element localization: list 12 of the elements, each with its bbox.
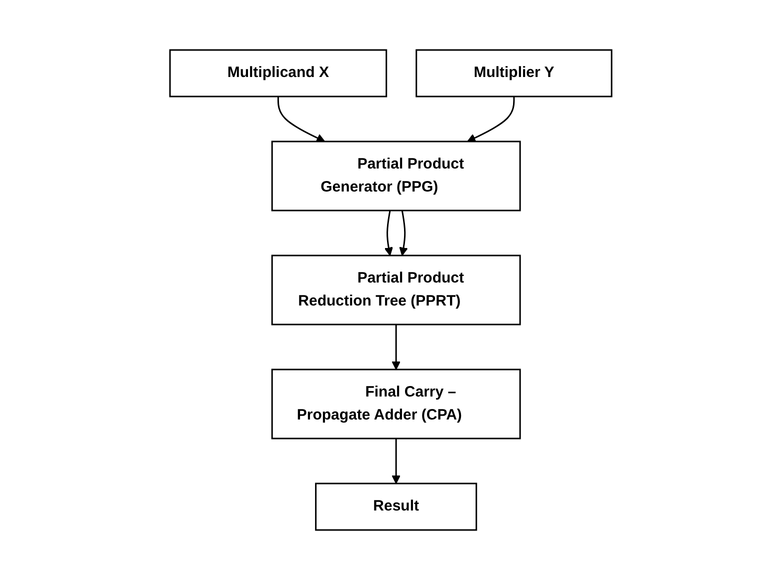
arrow: [384, 210, 393, 256]
node-box: Multiplicand X: [168, 49, 387, 98]
arrow: [277, 96, 325, 142]
arrow: [466, 96, 514, 142]
node-box: Result: [314, 482, 477, 531]
arrow: [391, 324, 400, 370]
node-box: Final Carry – Propagate Adder (CPA): [271, 368, 521, 440]
node-box: Partial Product Reduction Tree (PPRT): [271, 254, 521, 326]
arrow: [398, 210, 408, 256]
node-box: Multiplier Y: [415, 49, 612, 98]
arrow: [391, 438, 400, 484]
node-box: Partial Product Generator (PPG): [271, 140, 521, 212]
